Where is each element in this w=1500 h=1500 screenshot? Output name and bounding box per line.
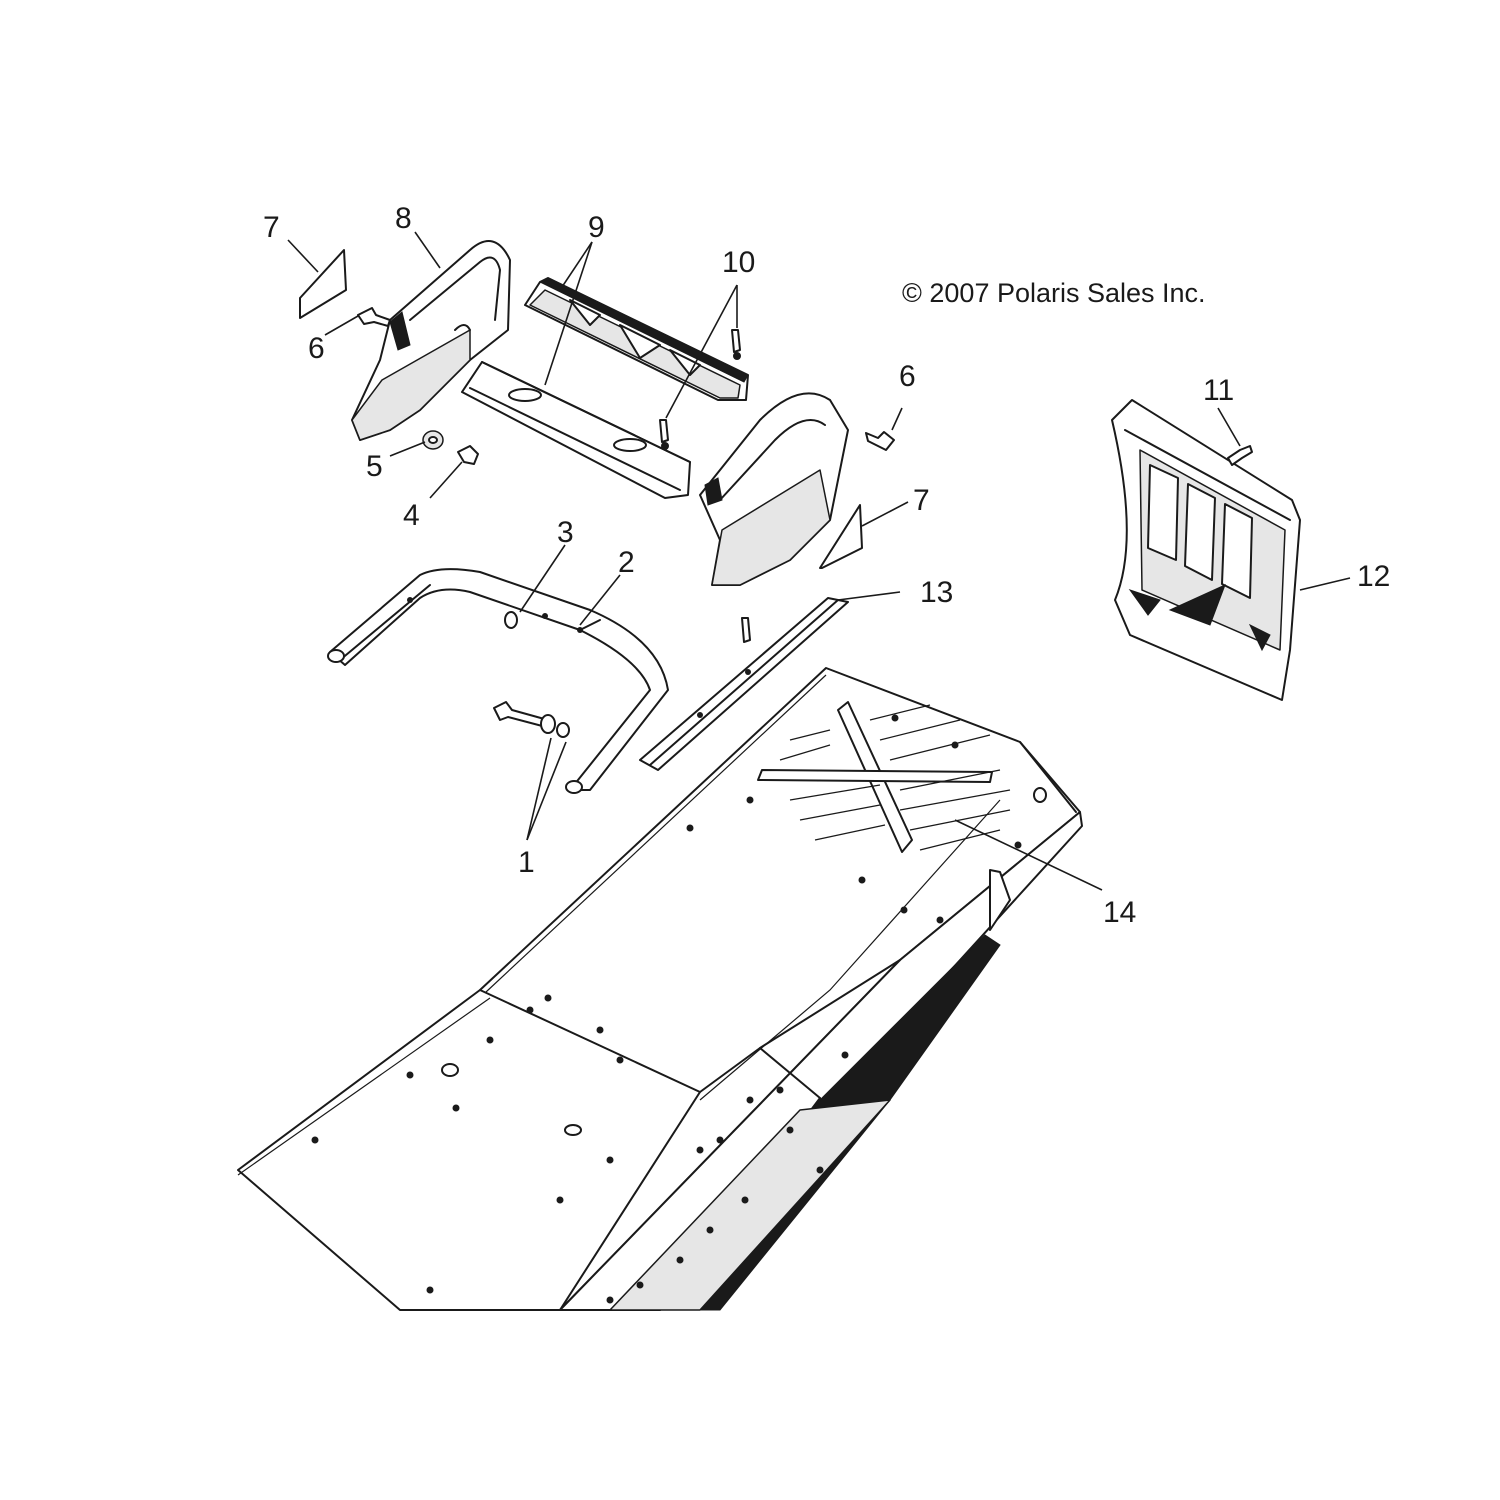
callout-6-left: 6 <box>308 332 325 365</box>
callout-5: 5 <box>366 450 383 483</box>
callout-8: 8 <box>395 202 412 235</box>
callout-14: 14 <box>1103 896 1136 929</box>
callout-13: 13 <box>920 576 953 609</box>
callout-12: 12 <box>1357 560 1390 593</box>
callout-9: 9 <box>588 211 605 244</box>
part-8-left-side-cap <box>351 240 511 441</box>
callout-11: 11 <box>1203 374 1234 407</box>
part-10-screw-upper <box>731 329 741 360</box>
part-6-right-screw <box>865 431 895 451</box>
tunnel-holes <box>311 714 1047 1304</box>
part-2-rear-bumper-bar <box>327 568 669 794</box>
part-12-snow-flap <box>1111 399 1301 701</box>
part-9-upper-rail <box>524 277 749 401</box>
copyright-notice: © 2007 Polaris Sales Inc. <box>902 278 1206 308</box>
part-10-screw-lower <box>659 419 669 450</box>
part-1-bolt-washer <box>493 701 570 738</box>
leader-lines <box>287 231 1351 891</box>
callout-7-right: 7 <box>913 484 930 517</box>
callout-labels: 1 2 3 4 5 6 6 7 7 8 9 10 11 12 13 14 <box>263 202 1390 929</box>
part-4-bolt <box>457 445 479 465</box>
part-6-left-screw <box>357 307 391 327</box>
part-11-screw <box>1227 445 1253 466</box>
callout-10: 10 <box>722 246 755 279</box>
callout-7-left: 7 <box>263 211 280 244</box>
right-side-cap <box>699 392 849 586</box>
part-5-nut <box>422 430 444 450</box>
part-13-strap <box>639 597 849 771</box>
deck-hatching <box>779 704 1011 851</box>
part-9-lower-rail <box>461 361 691 499</box>
callout-2: 2 <box>618 546 635 579</box>
part-14-tunnel <box>237 667 1083 1311</box>
part-3-plug <box>504 611 518 629</box>
part-7-left-pad <box>299 249 347 319</box>
callout-1: 1 <box>518 846 535 879</box>
callout-6-right: 6 <box>899 360 916 393</box>
part-7-right-pad <box>819 504 863 569</box>
callout-3: 3 <box>557 516 574 549</box>
callout-4: 4 <box>403 499 420 532</box>
